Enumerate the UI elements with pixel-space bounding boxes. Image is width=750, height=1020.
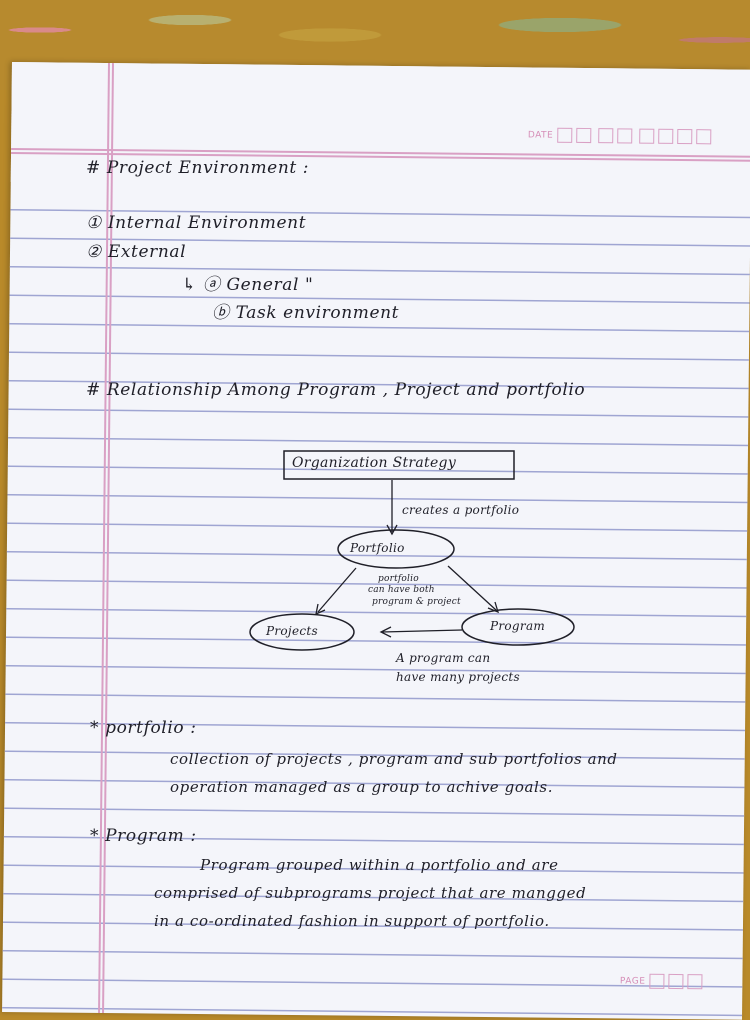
program-line1: Program grouped within a portfolio and a… <box>200 856 559 874</box>
projects-label: Projects <box>266 624 318 638</box>
program-title: * Program : <box>90 826 197 846</box>
item-external: ② External <box>86 242 187 262</box>
both-note-line3: program & project <box>372 597 461 607</box>
program-ellipse <box>461 608 575 646</box>
program-line2: comprised of subprograms project that ar… <box>154 884 587 902</box>
item-task-environment: ⓑ Task environment <box>212 303 400 323</box>
heading-project-environment: # Project Environment : <box>86 158 310 178</box>
arrow-program-to-projects <box>381 629 463 633</box>
both-note-line2: can have both <box>368 585 435 595</box>
arrow-portfolio-to-projects <box>317 567 357 613</box>
program-label: Program <box>490 619 546 633</box>
many-projects-line2: have many projects <box>396 670 520 684</box>
both-note-line1: portfolio <box>378 574 419 584</box>
strategy-box <box>283 450 515 480</box>
program-line3: in a co-ordinated fashion in support of … <box>154 912 550 930</box>
item-internal-environment: ① Internal Environment <box>86 213 307 233</box>
arrow-portfolio-to-program <box>447 565 497 611</box>
portfolio-title: * portfolio : <box>90 718 197 738</box>
strategy-label: Organization Strategy <box>292 455 457 471</box>
many-projects-line1: A program can <box>396 651 491 665</box>
portfolio-ellipse <box>337 529 455 569</box>
portfolio-label: Portfolio <box>350 541 405 555</box>
projects-ellipse <box>249 613 355 651</box>
creates-portfolio-label: creates a portfolio <box>402 503 520 517</box>
item-general: ↳ ⓐ General " <box>182 275 314 295</box>
portfolio-line2: operation managed as a group to achive g… <box>170 778 554 796</box>
heading-relationship: # Relationship Among Program , Project a… <box>86 380 586 400</box>
portfolio-line1: collection of projects , program and sub… <box>170 750 618 768</box>
